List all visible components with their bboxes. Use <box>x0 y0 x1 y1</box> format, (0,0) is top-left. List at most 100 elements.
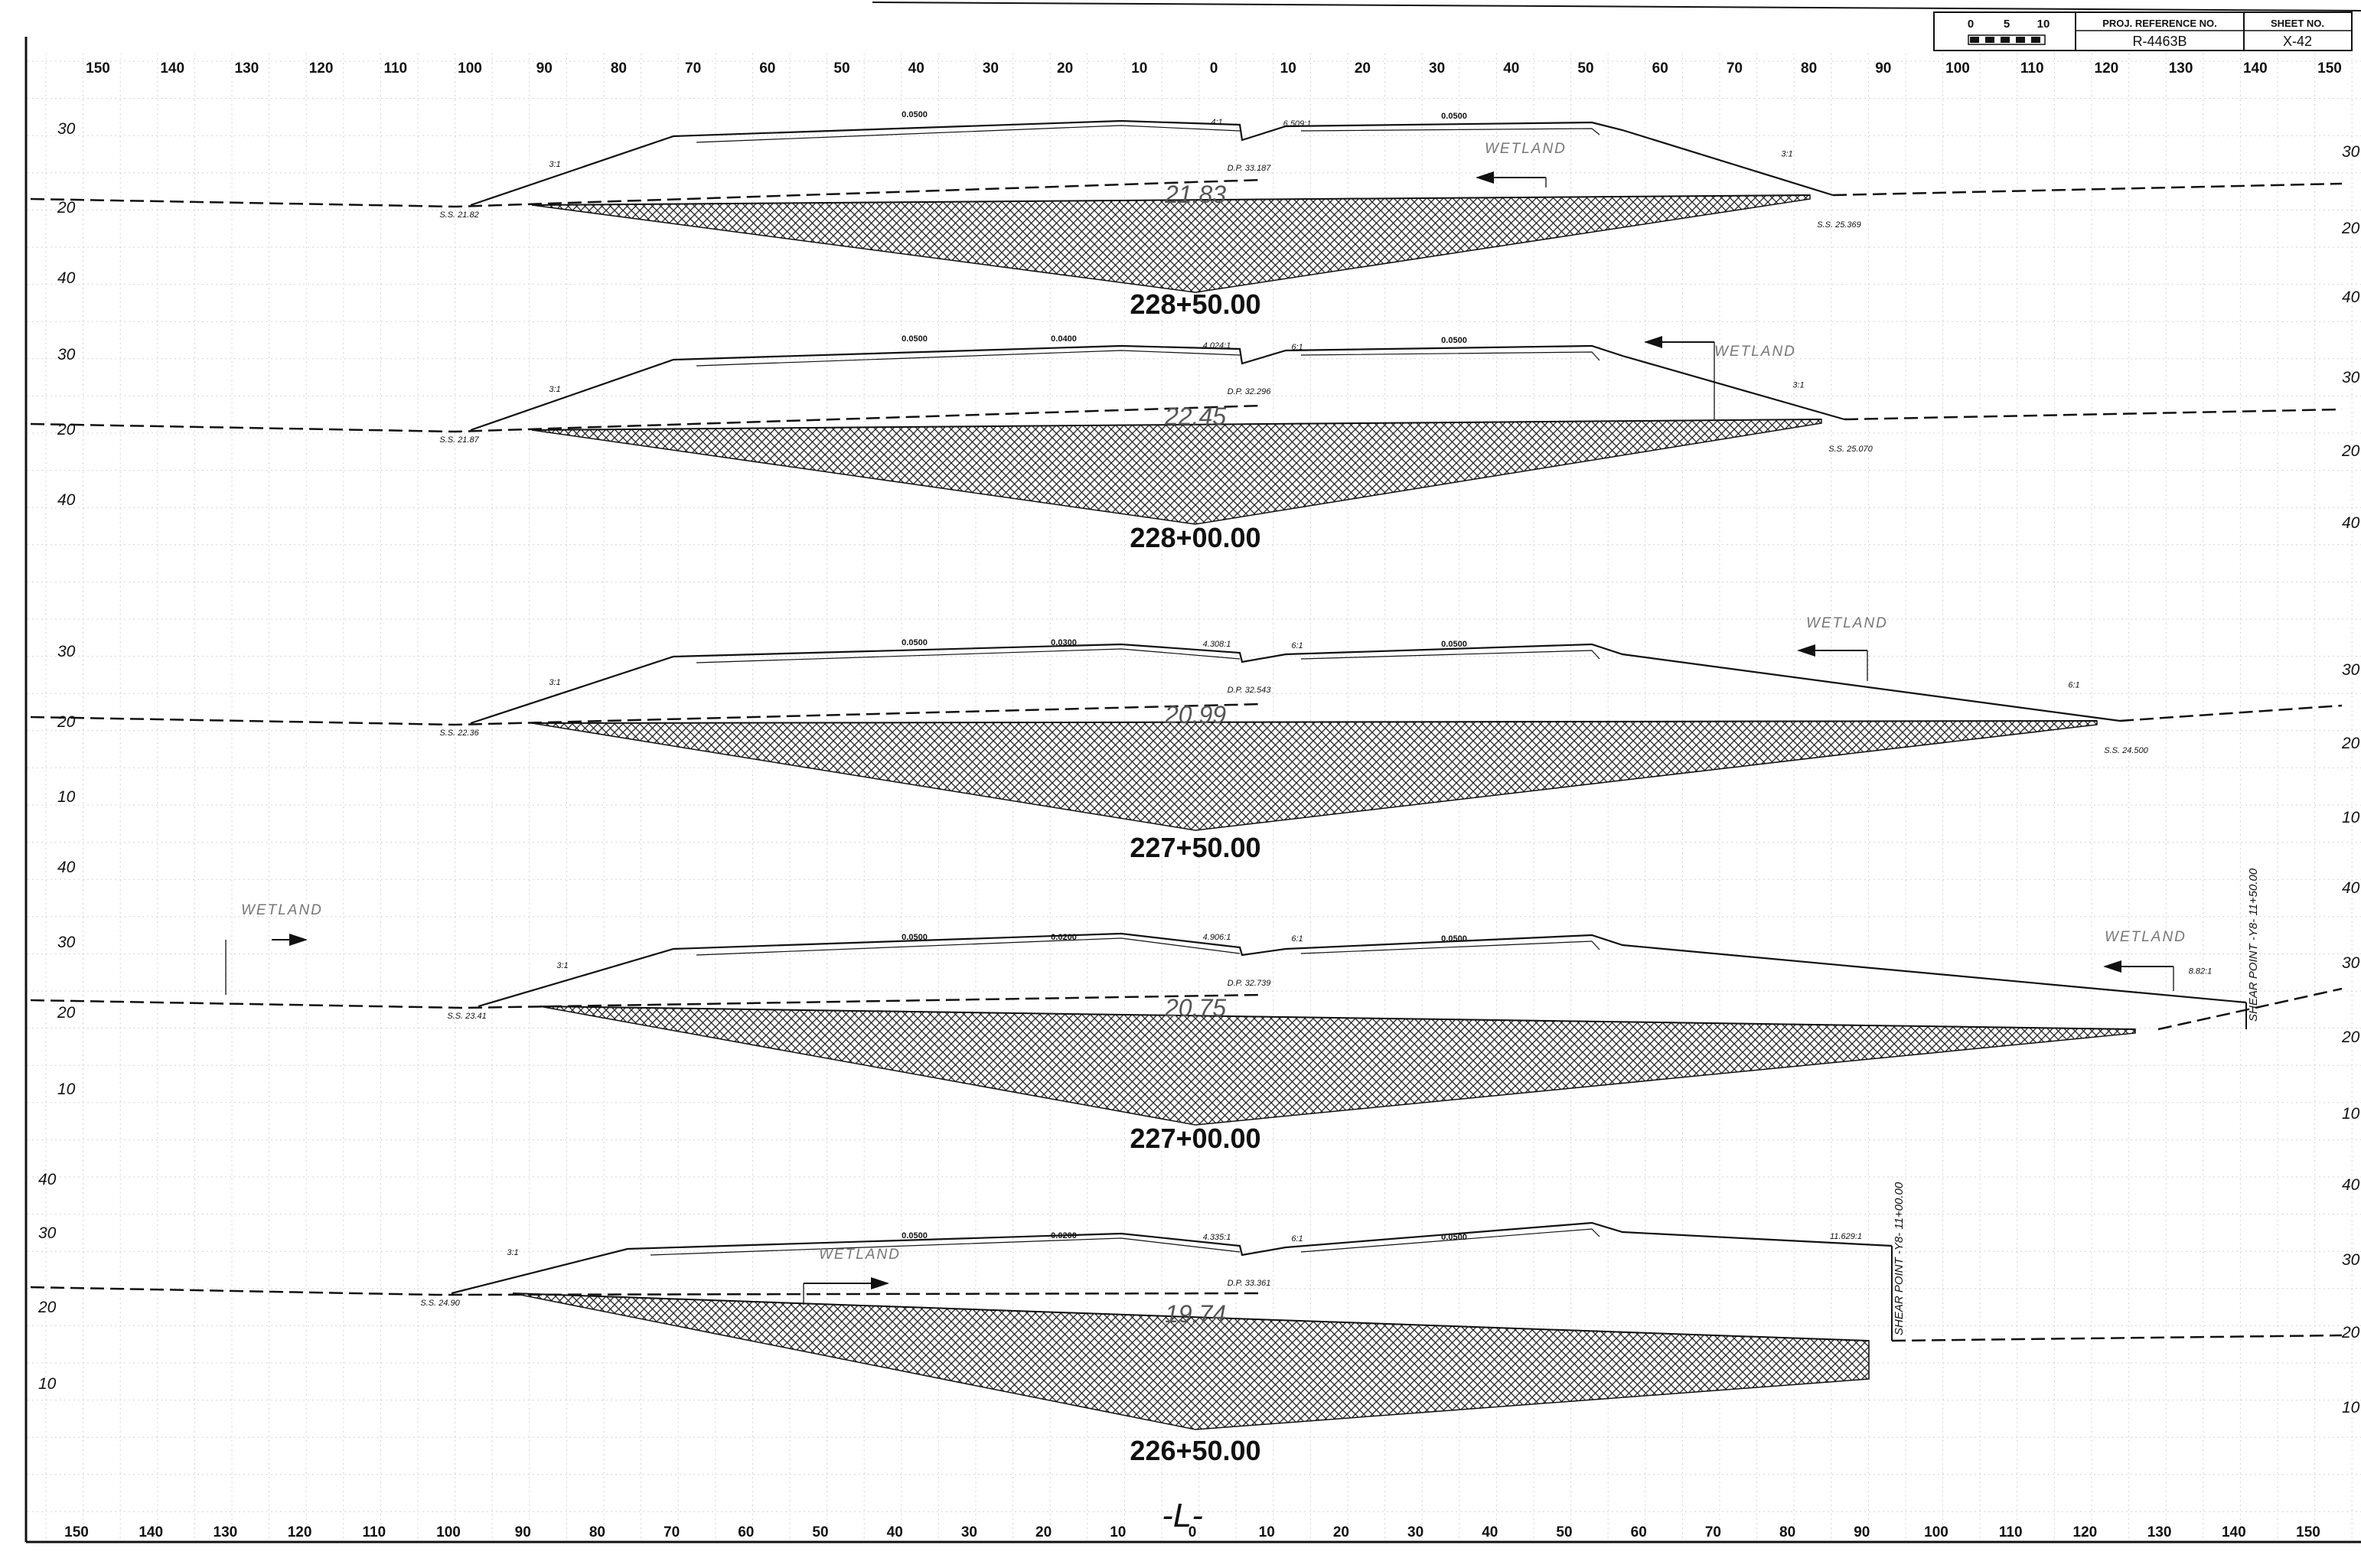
slope-label: 6:1 <box>1291 343 1303 352</box>
top-axis-label: 70 <box>1727 60 1743 77</box>
wetland-label: WETLAND <box>2105 929 2187 945</box>
elevation-label-left: 40 <box>38 1171 57 1188</box>
wetland-label: WETLAND <box>1485 141 1567 157</box>
subgrade-line <box>531 419 1822 431</box>
top-axis-label: 20 <box>1057 60 1073 77</box>
design-point-label: D.P. 32.739 <box>1228 979 1271 988</box>
top-axis-label: 0 <box>1210 60 1218 77</box>
slope-label: 4:1 <box>1211 118 1222 127</box>
top-axis-label: 110 <box>2020 60 2044 77</box>
bottom-axis-label: 10 <box>1259 1524 1275 1540</box>
station-label: 228+00.00 <box>1130 522 1260 553</box>
bottom-axis-label: 30 <box>961 1524 977 1540</box>
bottom-axis-label: 40 <box>1482 1524 1498 1540</box>
pavement-layer <box>1300 1228 1600 1253</box>
slope-stake-left: S.S. 24.90 <box>420 1299 460 1308</box>
subgrade-line <box>531 720 2098 724</box>
bottom-axis-label: 140 <box>139 1524 163 1540</box>
bottom-axis-label: 110 <box>1999 1524 2023 1540</box>
sheet-no-value: X-42 <box>2283 34 2312 49</box>
hatched-region <box>531 720 2098 831</box>
elevation-label-right: 20 <box>2341 1028 2360 1046</box>
elevation-label-right: 10 <box>2342 809 2360 826</box>
elevation-label-right: 40 <box>2342 879 2360 897</box>
elevation-label-right: 20 <box>2341 442 2360 460</box>
top-axis-label: 40 <box>1503 60 1519 77</box>
top-axis-label: 150 <box>2317 60 2342 77</box>
cross-section-226+50.00: SHEAR POINT -Y8- 11+00.00226+50.0019.74D… <box>30 1171 2360 1466</box>
design-point-label: D.P. 32.543 <box>1228 686 1272 695</box>
top-axis-label: 150 <box>86 60 110 77</box>
grade-label: 0.0500 <box>1441 112 1467 121</box>
bottom-axis-label: 50 <box>1556 1524 1572 1540</box>
top-axis-label: 130 <box>235 60 259 77</box>
area-label: 19.74 <box>1165 1300 1226 1328</box>
elevation-label-left: 30 <box>57 643 76 660</box>
area-label: 22.45 <box>1164 403 1226 430</box>
top-axis-label: 120 <box>2095 60 2119 77</box>
existing-ground-right <box>2157 987 2343 1031</box>
area-label: 20.99 <box>1164 701 1226 729</box>
elevation-label-left: 20 <box>57 1004 76 1022</box>
elevation-label-left: 40 <box>57 859 76 876</box>
slope-stake-left: S.S. 21.87 <box>439 435 479 445</box>
top-axis-label: 30 <box>1429 60 1445 77</box>
bottom-axis-label: 100 <box>436 1524 461 1540</box>
elevation-label-right: 10 <box>2342 1399 2360 1416</box>
bottom-axis-label: 70 <box>664 1524 680 1540</box>
bottom-axis-label: 130 <box>214 1524 238 1540</box>
bottom-axis-label: 40 <box>887 1524 903 1540</box>
design-point-label: D.P. 33.361 <box>1228 1279 1271 1288</box>
top-axis-label: 80 <box>1801 60 1817 77</box>
elevation-label-right: 30 <box>2342 143 2360 161</box>
slope-label: 3:1 <box>549 160 560 169</box>
slope-label: 6:1 <box>2068 681 2079 690</box>
bottom-axis-label: 10 <box>1110 1524 1126 1540</box>
bottom-axis-label: 90 <box>1854 1524 1870 1540</box>
existing-ground-right <box>2119 704 2343 722</box>
proposed-template <box>470 119 1834 207</box>
grade-label: 0.0200 <box>1051 933 1077 942</box>
hatched-region <box>531 194 1811 293</box>
alignment-label: -L- <box>1162 1497 1203 1534</box>
top-axis-label: 70 <box>685 60 701 77</box>
proposed-template <box>451 1221 1893 1295</box>
bottom-axis-label: 60 <box>738 1524 754 1540</box>
wetland-label: WETLAND <box>1714 344 1796 360</box>
area-label: 20.75 <box>1164 994 1226 1022</box>
bottom-axis-label: 150 <box>64 1524 89 1540</box>
shear-point-label: SHEAR POINT -Y8- 11+00.00 <box>1893 1182 1906 1335</box>
elevation-label-right: 20 <box>2341 220 2360 237</box>
grade-label: 0.0500 <box>1441 934 1467 944</box>
elevation-label-left: 20 <box>38 1299 57 1316</box>
bottom-axis-label: 0 <box>1189 1524 1197 1540</box>
station-label: 227+50.00 <box>1130 832 1260 863</box>
elevation-label-right: 40 <box>2342 288 2360 306</box>
scale-tick-5: 5 <box>2004 18 2010 31</box>
elevation-label-left: 10 <box>57 788 76 806</box>
pavement-layer <box>696 125 1241 143</box>
elevation-label-right: 30 <box>2342 661 2360 679</box>
scale-tick-10: 10 <box>2037 18 2050 31</box>
slope-stake-right: S.S. 25.070 <box>1828 445 1873 454</box>
grade-label: 0.0500 <box>902 110 928 119</box>
existing-ground-right <box>1832 182 2343 197</box>
elevation-label-right: 30 <box>2342 954 2360 972</box>
elevation-label-right: 20 <box>2341 735 2360 752</box>
existing-ground-right <box>1891 1334 2343 1342</box>
bottom-axis-label: 20 <box>1035 1524 1052 1540</box>
sheet-border <box>24 2 2361 1544</box>
grade-label: 0.0500 <box>1441 640 1467 649</box>
bottom-axis-label: 120 <box>288 1524 312 1540</box>
proposed-template <box>470 643 2121 725</box>
bottom-axis-label: 80 <box>589 1524 605 1540</box>
wetland-label-left: WETLAND <box>241 902 323 918</box>
elevation-label-left: 20 <box>57 421 76 438</box>
scale-tick-0: 0 <box>1968 18 1974 31</box>
slope-label: 3:1 <box>1792 381 1804 390</box>
bottom-axis-label: 50 <box>812 1524 828 1540</box>
slope-label: 3:1 <box>549 385 560 394</box>
bottom-axis-label: 100 <box>1924 1524 1948 1540</box>
